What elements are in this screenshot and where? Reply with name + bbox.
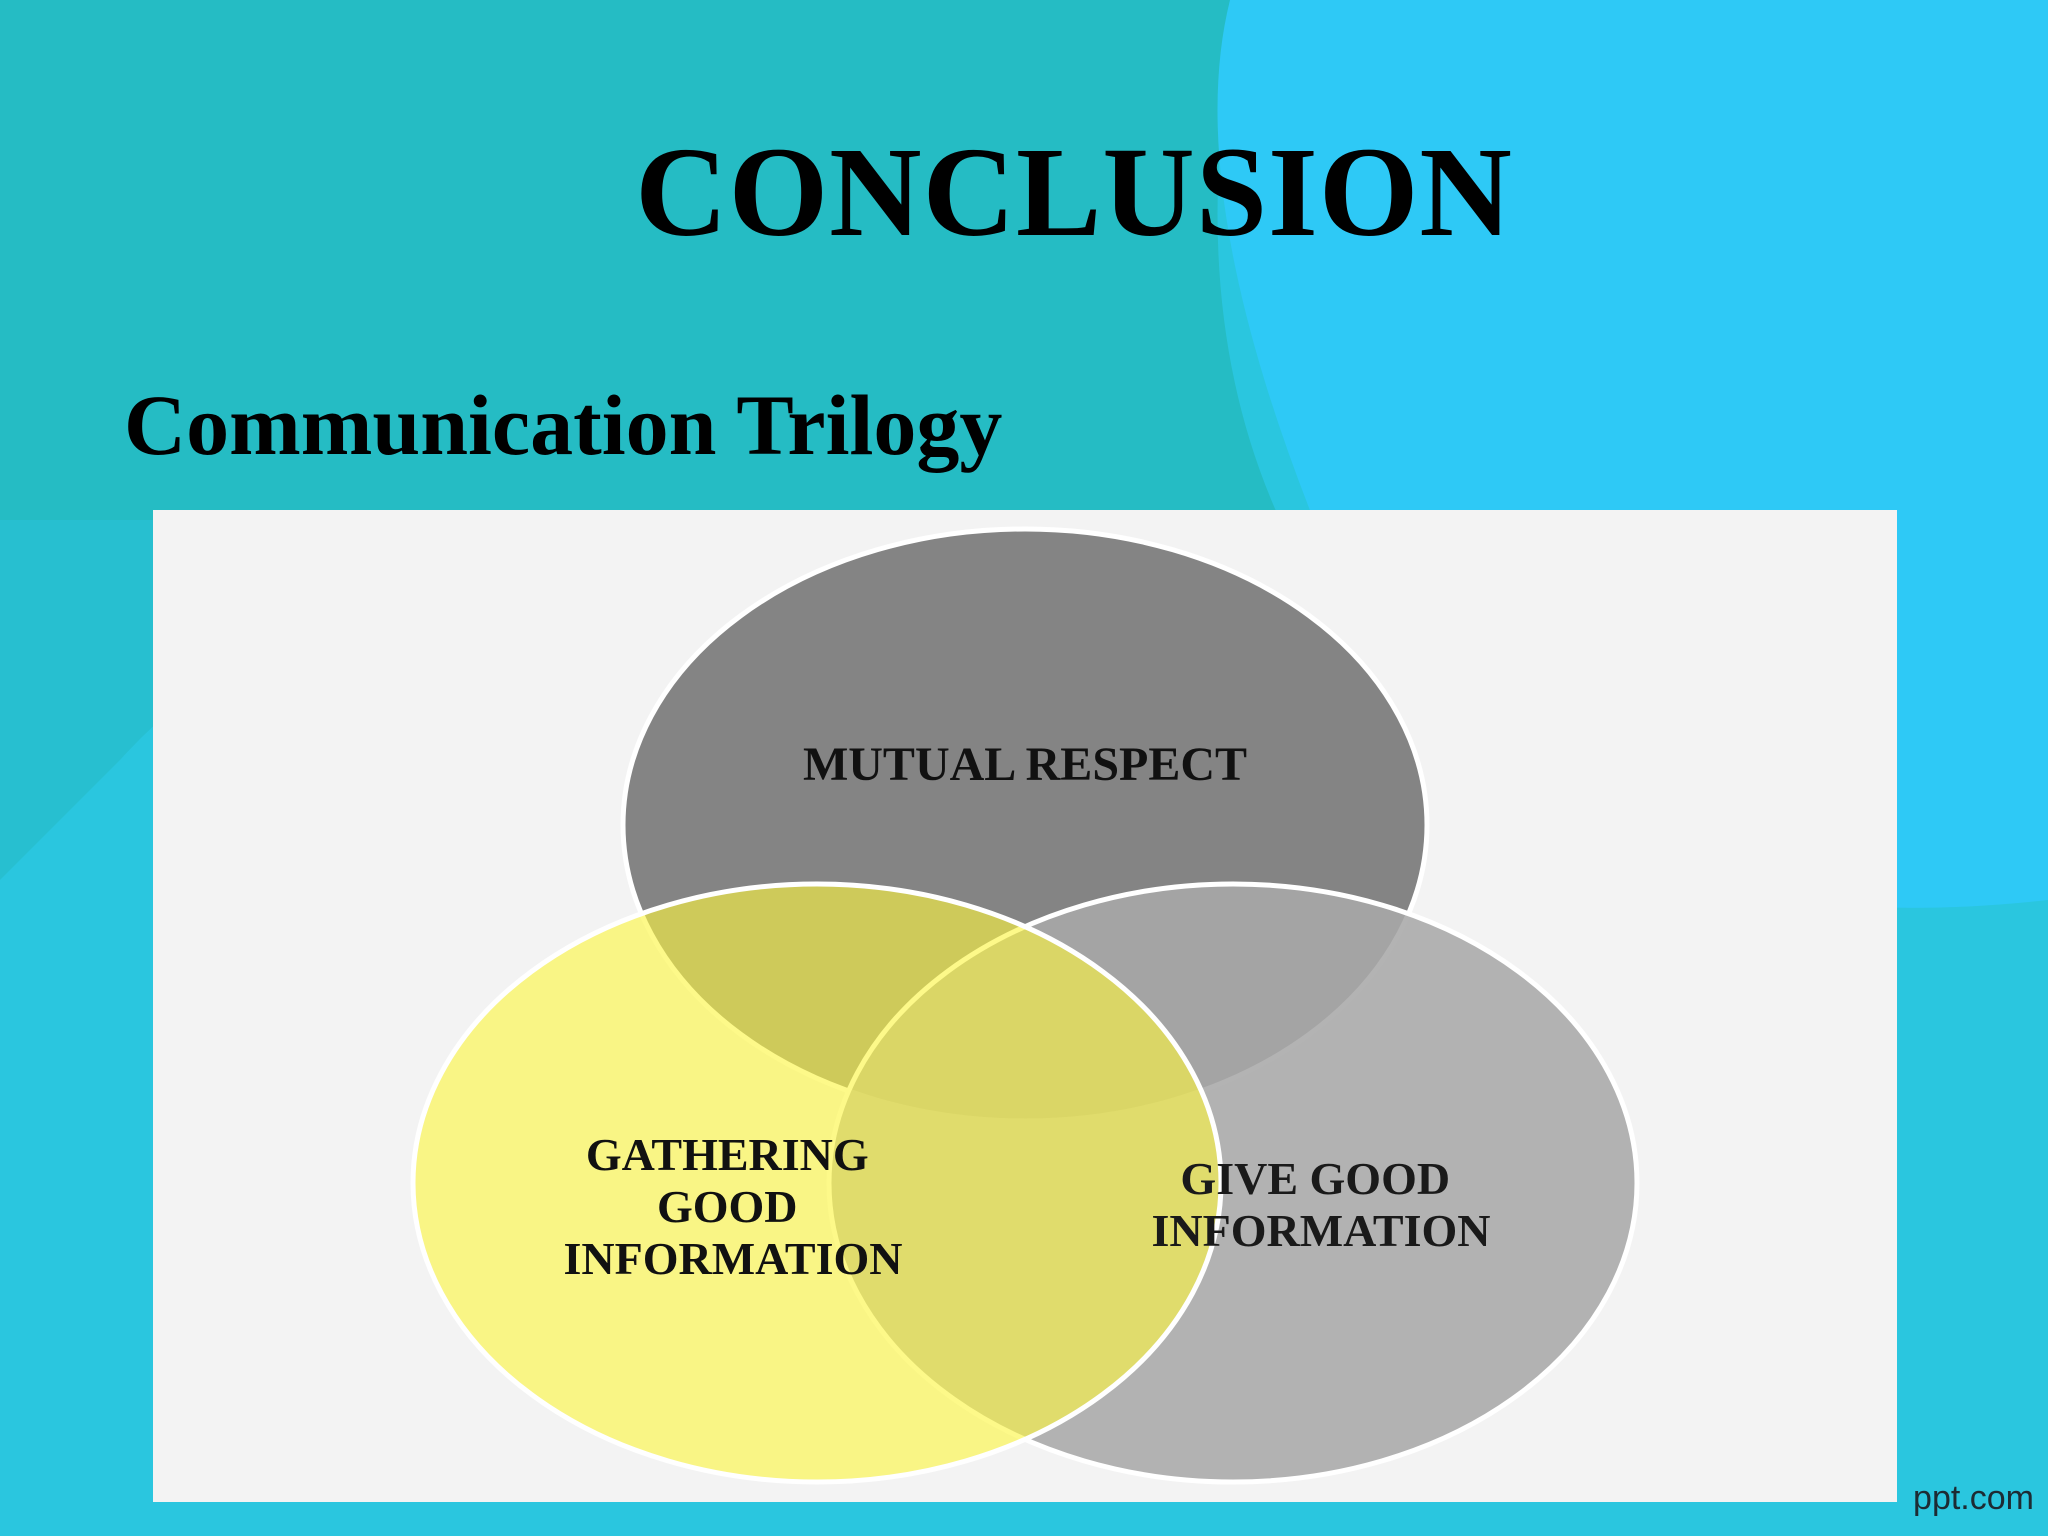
- venn-label-line: INFORMATION: [563, 1233, 902, 1284]
- venn-circle-gathering-good-information: [410, 881, 1224, 1485]
- venn-label-line: GATHERING: [586, 1129, 869, 1180]
- watermark: ppt.com: [1913, 1479, 2034, 1517]
- slide-subtitle: Communication Trilogy: [124, 377, 1003, 473]
- venn-label-line: GOOD: [657, 1181, 798, 1232]
- venn-label-gathering-good-information: GATHERING GOOD INFORMATION: [563, 1129, 902, 1284]
- venn-label-mutual-respect: MUTUAL RESPECT: [803, 738, 1247, 791]
- venn-label-line: MUTUAL RESPECT: [803, 738, 1247, 791]
- venn-label-line: INFORMATION: [1151, 1205, 1490, 1256]
- venn-panel: MUTUAL RESPECT GATHERING GOOD INFORMATIO…: [153, 510, 1897, 1502]
- venn-label-line: GIVE GOOD: [1180, 1153, 1450, 1204]
- slide-title: CONCLUSION: [635, 121, 1513, 263]
- venn-label-give-good-information: GIVE GOOD INFORMATION: [1151, 1153, 1490, 1256]
- venn-diagram: MUTUAL RESPECT GATHERING GOOD INFORMATIO…: [410, 526, 1640, 1485]
